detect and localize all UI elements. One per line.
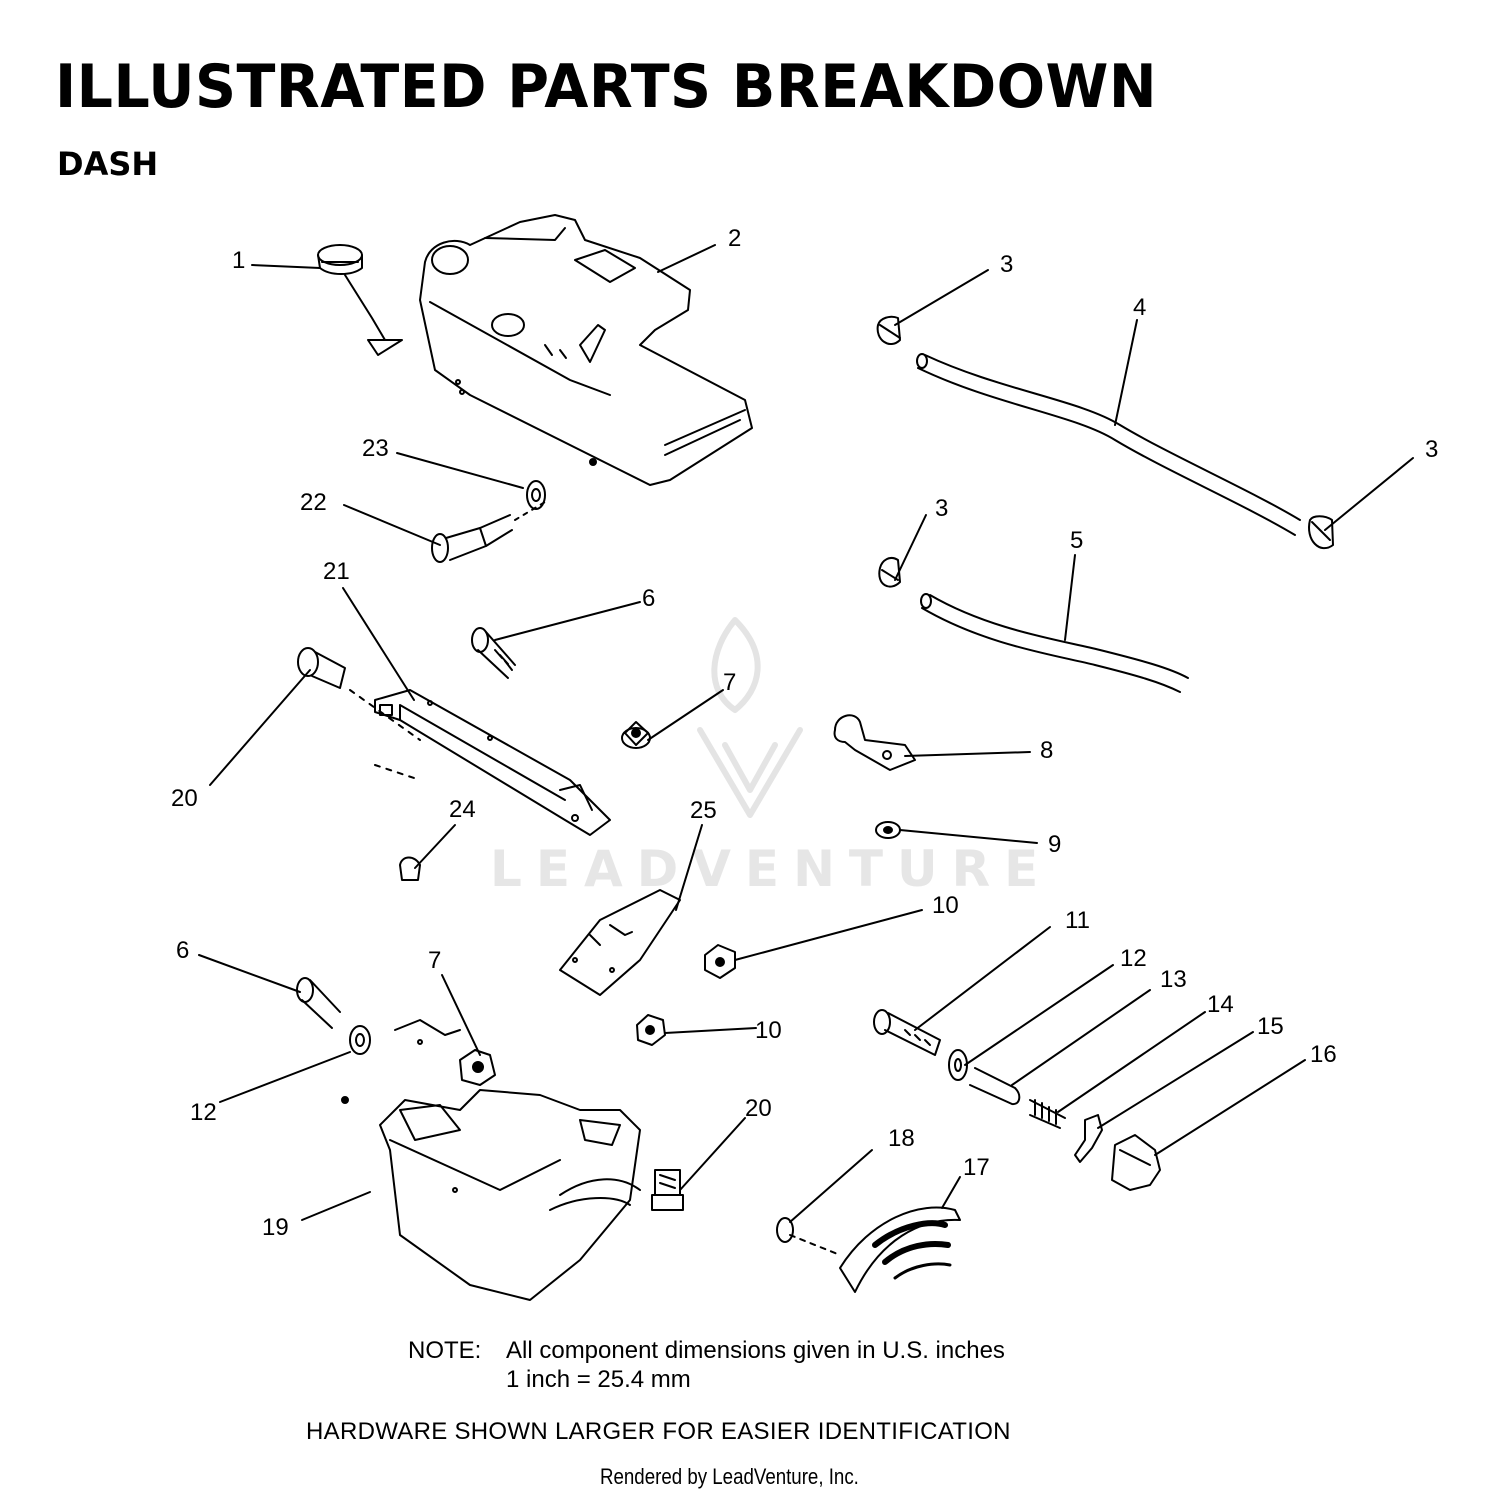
part-1-cap (317, 244, 403, 356)
callout-24: 24 (449, 796, 476, 823)
page-subtitle: DASH (57, 145, 159, 183)
callout-16: 16 (1310, 1041, 1337, 1068)
callout-2: 2 (728, 225, 741, 252)
callout-12: 12 (190, 1099, 217, 1126)
part-3-clamp-right (1308, 515, 1334, 550)
callout-8: 8 (1040, 737, 1053, 764)
part-18-bushing (776, 1217, 841, 1256)
callout-10: 10 (932, 892, 959, 919)
callout-21: 21 (323, 558, 350, 585)
part-5-hose (920, 593, 1189, 693)
callout-12: 12 (1120, 945, 1147, 972)
part-12-washer-right (948, 1049, 968, 1081)
callout-5: 5 (1070, 527, 1083, 554)
part-10-nut-upper (704, 944, 736, 979)
callout-20: 20 (171, 785, 198, 812)
callout-3: 3 (1425, 436, 1438, 463)
part-8-clip (833, 714, 916, 771)
callout-3: 3 (935, 495, 948, 522)
callout-1: 1 (232, 247, 245, 274)
dimension-note: NOTE: All component dimensions given in U… (408, 1336, 1005, 1394)
part-24-clip (399, 856, 421, 881)
part-16-knob (1111, 1134, 1161, 1191)
note-label: NOTE: (408, 1337, 482, 1364)
callout-labels: 1 2 3 3 3 4 5 6 6 7 7 8 9 10 10 11 12 12… (171, 225, 1438, 1241)
part-15-clip (1074, 1114, 1103, 1163)
part-3-clamp-top (876, 315, 901, 345)
part-23-washer (526, 480, 546, 510)
callout-18: 18 (888, 1125, 915, 1152)
hardware-note: HARDWARE SHOWN LARGER FOR EASIER IDENTIF… (306, 1418, 1011, 1445)
watermark-logo-icon (697, 617, 803, 818)
part-6-bolt-upper (471, 627, 516, 679)
part-19-lower-housing (341, 1019, 641, 1301)
part-7-nut-upper (621, 721, 651, 749)
callout-13: 13 (1160, 966, 1187, 993)
callout-20: 20 (745, 1095, 772, 1122)
part-3-clamp-mid (878, 557, 901, 588)
part-2-dash-panel (419, 214, 753, 486)
part-13-spacer (969, 1067, 1021, 1106)
footer-credit: Rendered by LeadVenture, Inc. (600, 1464, 859, 1489)
callout-17: 17 (963, 1154, 990, 1181)
callout-19: 19 (262, 1214, 289, 1241)
page-title: ILLUSTRATED PARTS BREAKDOWN (55, 52, 1158, 122)
callout-6: 6 (176, 937, 189, 964)
part-21-bracket (374, 689, 611, 836)
watermark-text: LEADVENTURE (490, 840, 1053, 898)
part-10-nut-lower (636, 1014, 666, 1046)
note-line-1: All component dimensions given in U.S. i… (506, 1337, 1005, 1364)
part-20-bolt-left (297, 647, 421, 781)
callout-25: 25 (690, 797, 717, 824)
callout-7: 7 (723, 669, 736, 696)
callout-7: 7 (428, 947, 441, 974)
callout-10: 10 (755, 1017, 782, 1044)
part-11-bolt (873, 1009, 941, 1056)
callout-22: 22 (300, 489, 327, 516)
callout-11: 11 (1065, 907, 1090, 934)
callout-15: 15 (1257, 1013, 1284, 1040)
part-17-decal (839, 1206, 961, 1293)
callout-4: 4 (1133, 294, 1146, 321)
part-9-washer (875, 821, 901, 839)
part-12-washer-left (349, 1025, 371, 1055)
part-20-bolt-lower (651, 1169, 684, 1211)
part-14-spring (1029, 1099, 1066, 1129)
part-22-screw (431, 501, 546, 563)
note-line-2: 1 inch = 25.4 mm (506, 1366, 691, 1393)
callout-9: 9 (1048, 831, 1061, 858)
part-6-bolt-lower (296, 977, 341, 1029)
part-7-nut-lower (459, 1049, 496, 1086)
part-4-hose (916, 353, 1301, 536)
callout-23: 23 (362, 435, 389, 462)
callout-6: 6 (642, 585, 655, 612)
callout-14: 14 (1207, 991, 1234, 1018)
leader-lines (198, 244, 1414, 1223)
callout-3: 3 (1000, 251, 1013, 278)
part-25-plate (559, 889, 681, 996)
